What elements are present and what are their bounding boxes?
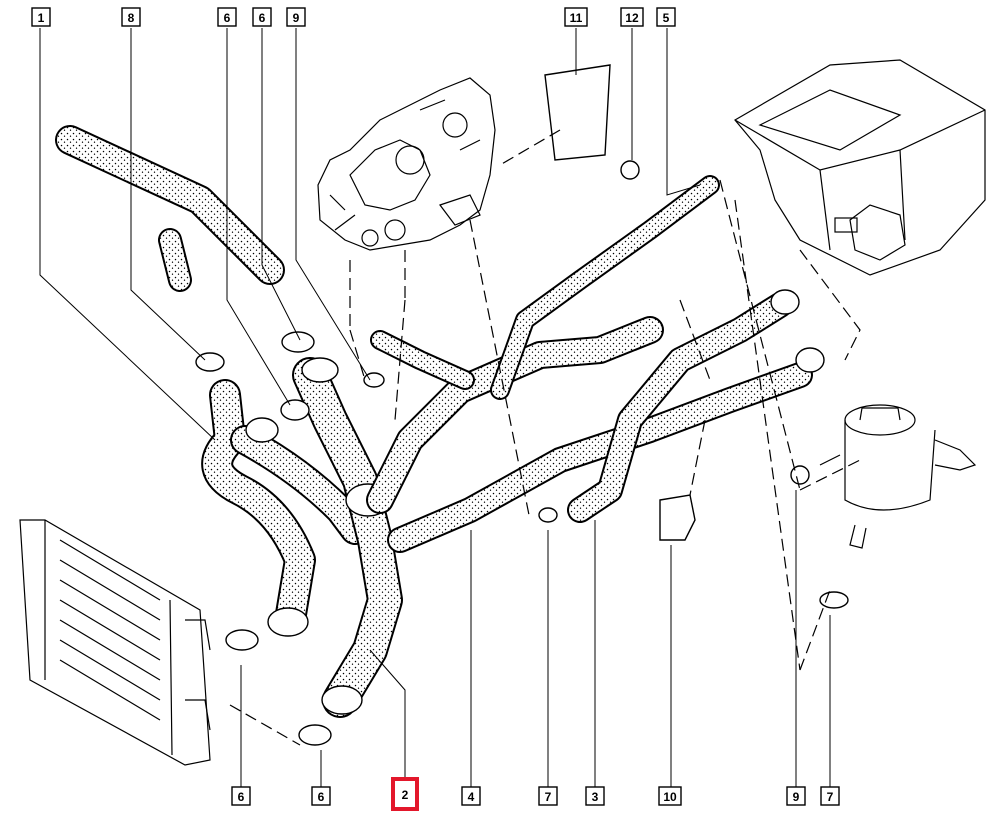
callout-bot-7a: 7 [538,786,558,806]
radiator-outline [19,519,211,766]
callout-number-top-5: 5 [663,11,670,25]
callout-box-bot-2 [391,777,419,811]
callout-box-bot-4 [461,786,481,806]
callout-top-12: 12 [620,7,644,27]
callout-number-bot-6a: 6 [238,790,245,804]
callout-box-bot-6b [311,786,331,806]
callout-bot-9: 9 [786,786,806,806]
callout-top-11: 11 [564,7,588,27]
callout-top-8: 8 [121,7,141,27]
callout-box-top-1 [31,7,51,27]
callout-number-top-12: 12 [625,11,639,25]
callout-number-bot-7a: 7 [545,790,552,804]
callout-number-bot-2: 2 [402,788,409,802]
callout-box-bot-7a [538,786,558,806]
callout-bot-7b: 7 [820,786,840,806]
callout-number-top-6a: 6 [224,11,231,25]
callout-box-top-8 [121,7,141,27]
callout-labels: 1 8 6 6 9 11 12 5 6 6 2 4 7 3 10 9 7 [31,7,840,811]
callout-bot-3: 3 [585,786,605,806]
callout-box-top-6b [252,7,272,27]
callout-top-1: 1 [31,7,51,27]
callout-box-bot-10 [658,786,682,806]
leader-lines [39,28,831,788]
assembly-dashed-lines [229,129,861,746]
callout-bot-6a: 6 [231,786,251,806]
callout-box-top-12 [620,7,644,27]
callout-bot-6b: 6 [311,786,331,806]
callout-number-top-8: 8 [128,11,135,25]
callout-box-bot-3 [585,786,605,806]
callout-number-bot-3: 3 [592,790,599,804]
callout-box-top-5 [656,7,676,27]
callout-number-top-9: 9 [293,11,300,25]
callout-box-bot-7b [820,786,840,806]
hose-1 [201,379,370,637]
callout-number-bot-10: 10 [663,790,677,804]
callout-top-5: 5 [656,7,676,27]
callout-number-bot-6b: 6 [318,790,325,804]
expansion-tank-outline [819,404,977,549]
callout-box-top-11 [564,7,588,27]
callout-box-bot-6a [231,786,251,806]
hose-5 [370,175,720,400]
callout-number-bot-7b: 7 [827,790,834,804]
callout-number-top-11: 11 [570,11,583,25]
callout-bot-4: 4 [461,786,481,806]
callout-top-9: 9 [286,7,306,27]
callout-bot-10: 10 [658,786,682,806]
callout-number-top-6b: 6 [259,11,266,25]
callout-box-bot-9 [786,786,806,806]
callout-top-6a: 6 [217,7,237,27]
callout-top-6b: 6 [252,7,272,27]
callout-box-top-9 [286,7,306,27]
hose-clamps [195,64,849,746]
hose-3 [567,289,800,523]
callout-number-top-1: 1 [38,11,45,25]
inlet-pipe-upper-left [55,125,285,292]
engine-block-outline [317,77,496,251]
heater-unit-outline [734,59,986,276]
callout-box-top-6a [217,7,237,27]
callout-number-bot-4: 4 [468,790,475,804]
callout-bot-2: 2 [391,777,419,811]
callout-number-bot-9: 9 [793,790,800,804]
